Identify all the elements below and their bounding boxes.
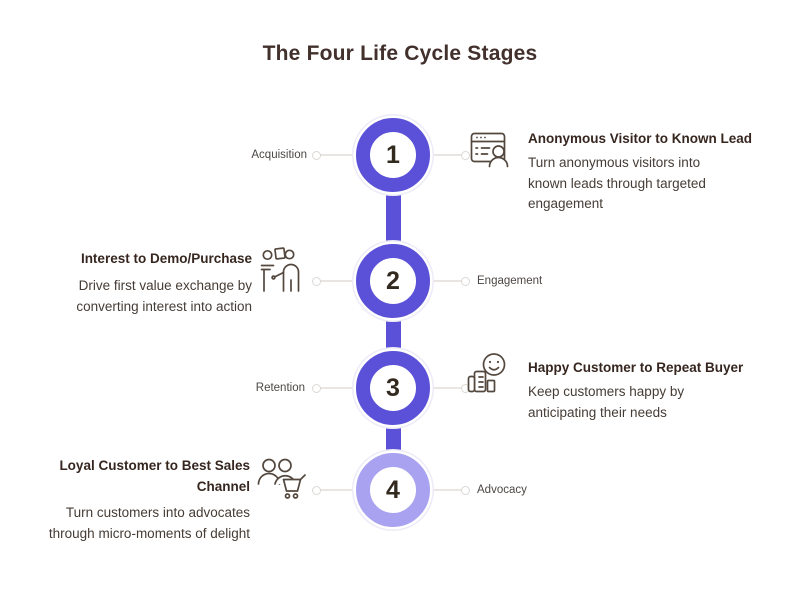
stage-4-node: 4 (356, 453, 430, 527)
stage-2-phase-label: Engagement (477, 275, 543, 287)
stage-1-left-endpoint (312, 150, 321, 160)
stage-1-right-connector (429, 154, 462, 156)
stage-3-left-connector (319, 387, 357, 389)
stage-2-description: Drive first value exchange by converting… (76, 278, 252, 314)
stage-4-number: 4 (386, 475, 400, 504)
stage-3-left-endpoint (312, 383, 321, 393)
stage-4-phase-label: Advocacy (477, 484, 527, 496)
stage-2-right-connector (429, 280, 462, 282)
stage-3-title: Happy Customer to Repeat Buyer (528, 360, 744, 375)
page-title: The Four Life Cycle Stages (262, 42, 538, 65)
stage-2-left-connector (319, 280, 357, 282)
stage-3-number: 3 (386, 373, 400, 402)
stage-2-left-endpoint (312, 276, 321, 286)
stage-2-node: 2 (356, 244, 430, 318)
browser-user-icon (467, 126, 515, 174)
stage-2-number: 2 (386, 266, 400, 295)
stage-1-node: 1 (356, 118, 430, 192)
stage-4-right-endpoint (461, 485, 470, 495)
customers-cart-icon (256, 455, 318, 505)
stage-2-right-endpoint (461, 276, 470, 286)
stage-1-number: 1 (386, 140, 400, 169)
stage-4-description: Turn customers into advocates through mi… (48, 505, 250, 541)
stage-4-title: Loyal Customer to Best Sales Channel (59, 458, 250, 494)
stage-1-description: Turn anonymous visitors into known leads… (528, 155, 706, 211)
stage-1-right-endpoint (461, 150, 470, 160)
stage-1-title: Anonymous Visitor to Known Lead (528, 131, 753, 146)
presentation-pitch-icon (259, 245, 307, 299)
stage-4-left-endpoint (312, 485, 321, 495)
stage-3-phase-label: Retention (255, 382, 305, 394)
stage-4-left-connector (319, 489, 357, 491)
stage-3-node: 3 (356, 351, 430, 425)
smiley-thumbs-up-icon (462, 350, 510, 398)
stage-2-title: Interest to Demo/Purchase (80, 251, 252, 266)
stage-1-left-connector (319, 154, 357, 156)
stage-4-right-connector (429, 489, 462, 491)
stage-3-right-connector (429, 387, 462, 389)
stage-1-phase-label: Acquisition (251, 149, 307, 161)
stage-3-description: Keep customers happy by anticipating the… (528, 384, 685, 420)
